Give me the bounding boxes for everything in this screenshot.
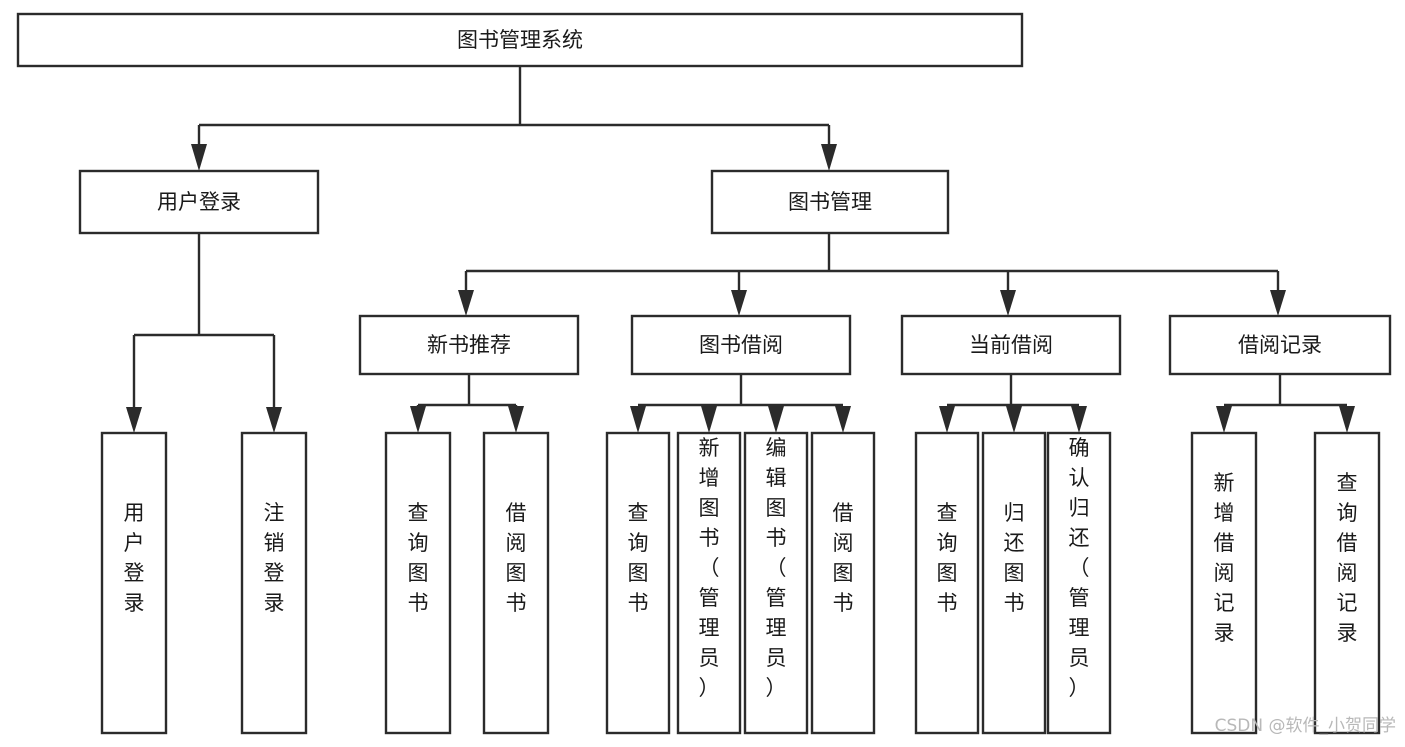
root-box[interactable] xyxy=(16,12,1024,68)
user-login-label: 用户登录 xyxy=(157,190,241,214)
node-leaf-query-book-borrow[interactable]: 查询图书 xyxy=(605,431,671,735)
arrow-head-leaf-borrow-book xyxy=(835,406,851,433)
borrow-record-label: 借阅记录 xyxy=(1238,333,1322,357)
leaf-borrow-book-box[interactable] xyxy=(810,431,876,735)
leaf-query-borrow-record-box[interactable] xyxy=(1313,431,1381,735)
node-leaf-user-login[interactable]: 用户登录 xyxy=(100,431,168,735)
leaf-user-login-box[interactable] xyxy=(100,431,168,735)
leaf-layer: 用户登录 注销登录 查询图书 借阅图书 查询图书 新增图书（管理员） xyxy=(100,431,1381,735)
current-borrow-label: 当前借阅 xyxy=(969,333,1053,357)
node-leaf-query-book-current[interactable]: 查询图书 xyxy=(914,431,980,735)
node-new-book-recommend[interactable]: 新书推荐 xyxy=(358,314,580,376)
leaf-query-borrow-record-label: 查询借阅记录 xyxy=(1337,471,1358,645)
arrow-head-book-borrow xyxy=(731,290,747,316)
arrow-head-new-book-recommend xyxy=(458,290,474,316)
arrow-head-leaf-query-borrow-record xyxy=(1339,406,1355,433)
leaf-return-book-label: 归还图书 xyxy=(1004,501,1025,615)
arrow-head-current-borrow xyxy=(1000,290,1016,316)
borrow-record-box[interactable] xyxy=(1168,314,1392,376)
new-book-recommend-box[interactable] xyxy=(358,314,580,376)
node-leaf-add-borrow-record[interactable]: 新增借阅记录 xyxy=(1190,431,1258,735)
node-book-borrow[interactable]: 图书借阅 xyxy=(630,314,852,376)
arrow-head-leaf-borrow-book-recommend xyxy=(508,406,524,433)
leaf-user-login-label: 用户登录 xyxy=(124,501,145,615)
leaf-query-book-recommend-box[interactable] xyxy=(384,431,452,735)
leaf-confirm-return-admin-box[interactable] xyxy=(1046,431,1112,735)
leaf-add-borrow-record-box[interactable] xyxy=(1190,431,1258,735)
leaf-query-book-recommend-label: 查询图书 xyxy=(408,501,429,615)
book-management-box[interactable] xyxy=(710,169,950,235)
arrow-head-user-login xyxy=(191,144,207,171)
node-root[interactable]: 图书管理系统 xyxy=(16,12,1024,68)
connector-layer xyxy=(126,66,1355,433)
arrow-head-borrow-record xyxy=(1270,290,1286,316)
leaf-query-book-borrow-label: 查询图书 xyxy=(628,501,649,615)
arrow-head-leaf-query-book-borrow xyxy=(630,406,646,433)
node-leaf-query-book-recommend[interactable]: 查询图书 xyxy=(384,431,452,735)
node-leaf-query-borrow-record[interactable]: 查询借阅记录 xyxy=(1313,431,1381,735)
leaf-logout-box[interactable] xyxy=(240,431,308,735)
leaf-borrow-book-label: 借阅图书 xyxy=(833,501,854,615)
user-login-box[interactable] xyxy=(78,169,320,235)
leaf-edit-book-admin-box[interactable] xyxy=(743,431,809,735)
leaf-query-book-current-label: 查询图书 xyxy=(937,501,958,615)
arrow-head-leaf-edit-book-admin xyxy=(768,406,784,433)
leaf-confirm-return-admin-label: 确认归还（管理员） xyxy=(1069,436,1090,700)
leaf-borrow-book-recommend-label: 借阅图书 xyxy=(506,501,527,615)
leaf-edit-book-admin-label: 编辑图书（管理员） xyxy=(766,436,787,700)
arrow-head-leaf-confirm-return-admin xyxy=(1071,406,1087,433)
node-leaf-borrow-book-recommend[interactable]: 借阅图书 xyxy=(482,431,550,735)
new-book-recommend-label: 新书推荐 xyxy=(427,333,511,357)
leaf-query-book-borrow-box[interactable] xyxy=(605,431,671,735)
leaf-add-borrow-record-label: 新增借阅记录 xyxy=(1214,471,1235,645)
leaf-return-book-box[interactable] xyxy=(981,431,1047,735)
book-borrow-label: 图书借阅 xyxy=(699,333,783,357)
node-leaf-borrow-book[interactable]: 借阅图书 xyxy=(810,431,876,735)
node-borrow-record[interactable]: 借阅记录 xyxy=(1168,314,1392,376)
node-leaf-confirm-return-admin[interactable]: 确认归还（管理员） xyxy=(1046,431,1112,735)
arrow-head-leaf-return-book xyxy=(1006,406,1022,433)
arrow-head-book-management xyxy=(821,144,837,171)
leaf-query-book-current-box[interactable] xyxy=(914,431,980,735)
arrow-head-leaf-user-login xyxy=(126,407,142,433)
arrow-head-leaf-add-book-admin xyxy=(701,406,717,433)
node-book-management[interactable]: 图书管理 xyxy=(710,169,950,235)
node-leaf-add-book-admin[interactable]: 新增图书（管理员） xyxy=(676,431,742,735)
leaf-logout-label: 注销登录 xyxy=(264,501,285,615)
leaf-borrow-book-recommend-box[interactable] xyxy=(482,431,550,735)
root-label: 图书管理系统 xyxy=(457,28,583,52)
csdn-watermark: CSDN @软件_小贺同学 xyxy=(1215,716,1396,736)
node-current-borrow[interactable]: 当前借阅 xyxy=(900,314,1122,376)
node-leaf-edit-book-admin[interactable]: 编辑图书（管理员） xyxy=(743,431,809,735)
arrow-head-leaf-query-book-current xyxy=(939,406,955,433)
node-user-login[interactable]: 用户登录 xyxy=(78,169,320,235)
book-management-label: 图书管理 xyxy=(788,190,872,214)
arrow-head-leaf-query-book-recommend xyxy=(410,406,426,433)
node-leaf-return-book[interactable]: 归还图书 xyxy=(981,431,1047,735)
book-borrow-box[interactable] xyxy=(630,314,852,376)
leaf-add-book-admin-label: 新增图书（管理员） xyxy=(699,436,720,700)
arrow-head-leaf-logout xyxy=(266,407,282,433)
leaf-add-book-admin-box[interactable] xyxy=(676,431,742,735)
current-borrow-box[interactable] xyxy=(900,314,1122,376)
arrow-head-leaf-add-borrow-record xyxy=(1216,406,1232,433)
node-leaf-logout[interactable]: 注销登录 xyxy=(240,431,308,735)
